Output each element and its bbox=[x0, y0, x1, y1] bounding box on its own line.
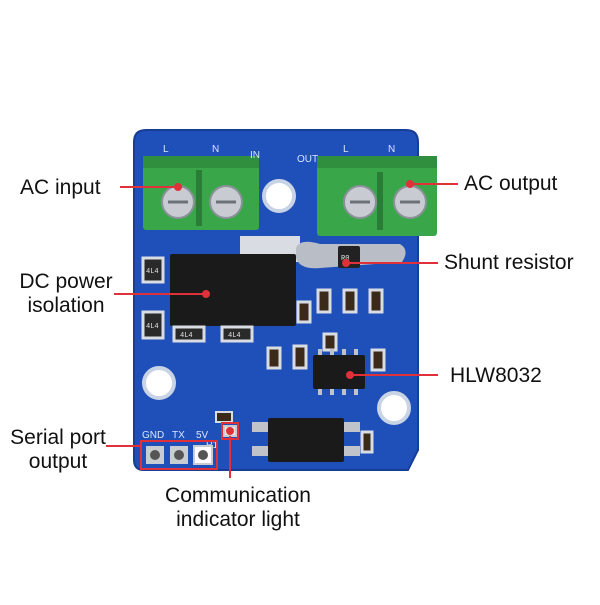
mounting-hole bbox=[142, 366, 176, 400]
silk-n-right: N bbox=[388, 144, 395, 155]
label-shunt-resistor: Shunt resistor bbox=[444, 251, 574, 274]
serial-header-pads bbox=[146, 445, 213, 465]
silk-in: IN bbox=[250, 150, 260, 161]
svg-text:4L4: 4L4 bbox=[146, 323, 159, 331]
silk-l-left: L bbox=[163, 144, 169, 155]
silk-out: OUT bbox=[297, 154, 318, 165]
mounting-hole bbox=[262, 179, 296, 213]
callouts bbox=[106, 180, 458, 478]
mounting-hole bbox=[377, 391, 411, 425]
shunt-resistor: R0 bbox=[240, 236, 406, 269]
smd-components-right bbox=[266, 288, 386, 372]
silk-5v: 5V bbox=[196, 430, 209, 441]
silk-l-right: L bbox=[343, 144, 349, 155]
label-ac-input: AC input bbox=[20, 176, 101, 199]
silk-gnd: GND bbox=[142, 430, 164, 441]
label-ac-output: AC output bbox=[464, 172, 558, 195]
serial-port-highlight bbox=[140, 440, 218, 470]
smd-resistors-left: 4L4 4L4 4L4 4L4 bbox=[141, 256, 254, 343]
label-serial-port-output: Serial port output bbox=[10, 426, 106, 473]
svg-text:4L4: 4L4 bbox=[228, 332, 241, 340]
silk-n-left: N bbox=[212, 144, 219, 155]
ac-output-terminal bbox=[317, 156, 437, 236]
label-hlw8032: HLW8032 bbox=[450, 364, 542, 387]
ac-input-terminal bbox=[143, 156, 259, 230]
label-communication-indicator-light: Communication indicator light bbox=[165, 484, 311, 531]
shunt-code: R0 bbox=[341, 255, 349, 263]
svg-text:4L4: 4L4 bbox=[146, 268, 159, 276]
label-dc-power-isolation: DC power isolation bbox=[19, 270, 113, 317]
optocoupler-chip bbox=[252, 418, 374, 462]
silk-tx: TX bbox=[172, 430, 185, 441]
dc-isolation-module bbox=[170, 254, 296, 326]
svg-text:4L4: 4L4 bbox=[180, 332, 193, 340]
hlw8032-chip bbox=[313, 349, 365, 395]
